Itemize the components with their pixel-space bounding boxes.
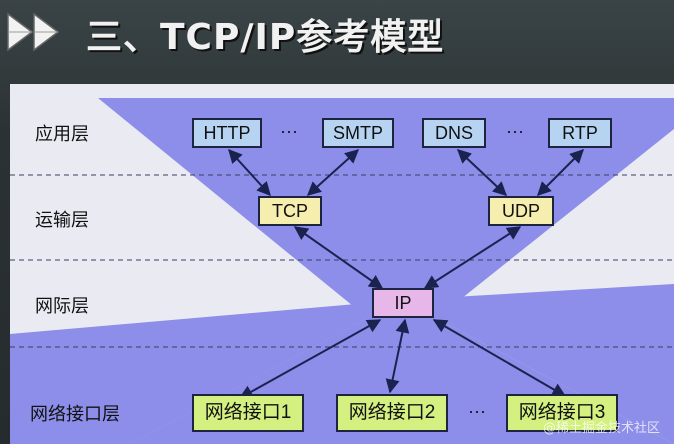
connection-arrows <box>228 148 584 399</box>
arrow-udp-ip <box>423 226 522 289</box>
watermark: @稀土掘金技术社区 <box>542 421 660 436</box>
layer-label-application: 应用层 <box>35 124 89 145</box>
arrow-tcp-ip <box>293 226 384 289</box>
network-interface-box-2: 网络接口2 <box>336 394 448 432</box>
arrow-dns-udp <box>456 149 508 196</box>
protocol-box-ip: IP <box>372 288 434 318</box>
protocol-box-rtp: RTP <box>548 118 612 148</box>
arrow-ip-interface3 <box>432 319 567 397</box>
layer-label-internet: 网际层 <box>35 296 89 317</box>
protocol-box-smtp: SMTP <box>322 118 394 148</box>
slide-title: 三、TCP/IP参考模型 <box>86 17 445 58</box>
double-play-icon <box>7 12 60 52</box>
protocol-box-udp: UDP <box>488 196 554 226</box>
layer-label-transport: 运输层 <box>35 210 89 231</box>
ellipsis-app-2: ··· <box>506 121 524 141</box>
network-interface-box-3: 网络接口3 <box>506 394 618 432</box>
arrow-rtp-udp <box>537 149 584 196</box>
protocol-box-http: HTTP <box>192 118 262 148</box>
layer-label-network-interface: 网络接口层 <box>30 404 120 425</box>
slide-header: 三、TCP/IP参考模型 <box>0 0 674 78</box>
arrow-smtp-tcp <box>306 149 360 196</box>
tcpip-model-diagram: 应用层 运输层 网际层 网络接口层 HTTP ··· SMTP DNS ··· … <box>10 84 674 444</box>
arrow-http-tcp <box>228 148 271 197</box>
ellipsis-app-1: ··· <box>280 121 298 141</box>
network-interface-box-1: 网络接口1 <box>192 394 304 432</box>
ellipsis-interface: ··· <box>468 401 486 421</box>
protocol-box-dns: DNS <box>422 118 486 148</box>
arrow-ip-interface2 <box>385 318 410 394</box>
arrow-ip-interface1 <box>238 319 382 399</box>
protocol-box-tcp: TCP <box>258 196 322 226</box>
